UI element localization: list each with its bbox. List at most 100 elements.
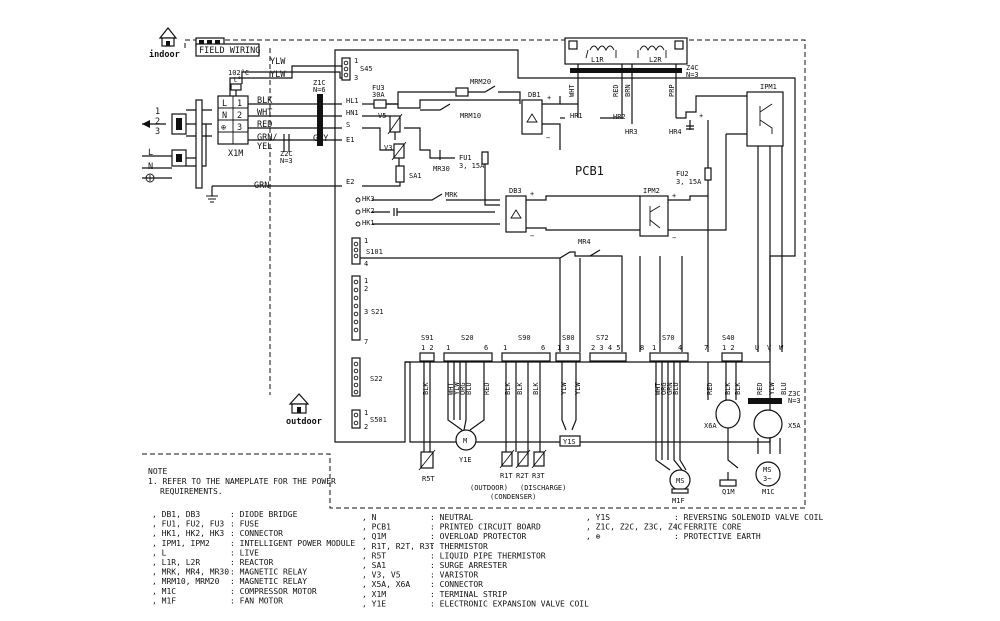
s45-label: S45 — [360, 65, 373, 73]
legend-code: , Y1E — [362, 599, 386, 608]
v3-varistor — [362, 127, 407, 166]
reactor-brn: BRN — [624, 84, 632, 97]
s40-pins: 1 2 — [722, 344, 735, 352]
legend-desc: : LIVE — [230, 548, 259, 557]
hl1-label: HL1 — [346, 97, 359, 105]
legend-desc: : ELECTRONIC EXPANSION VALVE COIL — [430, 599, 589, 608]
db3-minus: − — [530, 232, 534, 240]
db1-minus: − — [546, 134, 550, 142]
mrm10-contact — [420, 103, 451, 111]
l1r-label: L1R — [591, 56, 604, 64]
legend-code: , X5A, X6A — [362, 580, 410, 589]
q1m-overload — [707, 362, 741, 487]
hk3-label: HK3 — [362, 195, 375, 203]
r1t-label: R1T — [500, 472, 513, 480]
discharge-paren: (DISCHARGE) — [520, 484, 566, 492]
m1f-fan-motor — [655, 362, 691, 494]
legend-code: , L — [152, 548, 167, 557]
s90-pin6: 6 — [541, 344, 545, 352]
z2c-label: Z2C — [280, 150, 293, 158]
hk-connectors — [355, 193, 500, 227]
reactor-wht: WHT — [568, 84, 576, 97]
z3c-label: Z3C — [788, 390, 801, 398]
legend-desc: : CONNECTOR — [230, 529, 283, 538]
legend-code: , MRK, MR4, MR30 — [152, 568, 229, 577]
y1s-ylw2: YLW — [574, 382, 582, 395]
s501-label: S501 — [370, 416, 387, 424]
legend-desc: : PRINTED CIRCUIT BOARD — [430, 523, 541, 532]
r5t-label: R5T — [422, 475, 435, 483]
legend-code: , Q1M — [362, 532, 386, 541]
s101-pin4: 4 — [364, 260, 368, 268]
legend-code: , Y1S — [586, 513, 610, 522]
legend-code: , SA1 — [362, 561, 386, 570]
x1m-terminal-strip — [217, 95, 249, 145]
legend-desc: : OVERLOAD PROTECTOR — [430, 532, 527, 541]
y1e-ylw: YLW — [453, 382, 461, 395]
m1c-compressor — [748, 398, 783, 487]
r1t-blk: BLK — [504, 382, 512, 395]
left-num-2: 2 — [155, 117, 160, 127]
thermostat-temp: 102°C — [228, 69, 249, 77]
s45-pin3: 3 — [354, 74, 358, 82]
m1c-label: M1C — [762, 488, 775, 496]
wire-grn-yel: GRN/ — [257, 133, 277, 143]
mr30-fu1 — [404, 127, 500, 206]
s72-pins: 2 3 4 5 — [591, 344, 621, 352]
ipm2-label: IPM2 — [643, 187, 660, 195]
s501-pin2: 2 — [364, 423, 368, 431]
legend-code: , HK1, HK2, HK3 — [152, 529, 224, 538]
ipm1-w: W — [779, 344, 784, 352]
s21-label: S21 — [371, 308, 384, 316]
left-N: N — [148, 162, 153, 172]
s101-connector — [351, 237, 615, 265]
x5a-label: X5A — [788, 422, 801, 430]
s21-pin1: 1 — [364, 277, 368, 285]
sa1-surge-arrester — [362, 165, 405, 187]
z1c-label: Z1C — [313, 79, 326, 87]
y1e-red: RED — [483, 382, 491, 395]
wire-ylw-2: YLW — [270, 70, 286, 80]
wire-wht: WHT — [257, 108, 272, 118]
db3-bridge — [505, 195, 640, 233]
s21-connector — [351, 275, 361, 341]
legend-code: , MRM10, MRM20 — [152, 577, 220, 586]
s501-pin1: 1 — [364, 409, 368, 417]
z2c-n: N=3 — [280, 157, 293, 165]
ipm1-module — [726, 91, 784, 352]
mrk-label: MRK — [445, 191, 458, 199]
db1-label: DB1 — [528, 91, 541, 99]
db1-plus: + — [547, 94, 551, 102]
indoor-house-icon — [158, 27, 178, 47]
m1f-label: M1F — [672, 497, 685, 505]
x1m-row-2: 2 — [237, 111, 242, 121]
fu2-rating: 3, 15A — [676, 178, 702, 186]
legend-desc: : CONNECTOR — [430, 580, 483, 589]
mrm10-label: MRM10 — [460, 112, 481, 120]
legend-desc: : FUSE — [230, 520, 259, 529]
legend-code: , DB1, DB3 — [152, 510, 200, 519]
s22-label: S22 — [370, 375, 383, 383]
legend-desc: : PROTECTIVE EARTH — [674, 532, 761, 541]
fu1-label: FU1 — [459, 154, 472, 162]
db3-plus: + — [530, 190, 534, 198]
legend-code: , X1M — [362, 590, 386, 599]
wire-red: RED — [257, 120, 272, 130]
thermostat-102c — [230, 83, 242, 96]
note-title: NOTE — [148, 467, 167, 476]
legend-desc: : COMPRESSOR MOTOR — [230, 587, 317, 596]
power-input-left — [142, 99, 212, 189]
z3c-n: N=3 — [788, 397, 801, 405]
ipm1-v: V — [767, 344, 772, 352]
x1m-row-earth: ⊕ — [221, 123, 226, 133]
sa1-label: SA1 — [409, 172, 422, 180]
s70-pin4: 4 — [678, 344, 682, 352]
x1m-row-N: N — [222, 111, 227, 121]
legend-desc: : TERMINAL STRIP — [430, 590, 507, 599]
legend-code: , M1F — [152, 596, 176, 605]
m1f-org: ORG — [660, 382, 668, 395]
mrm20-relay — [455, 85, 521, 104]
r5t-blk: BLK — [422, 382, 430, 395]
